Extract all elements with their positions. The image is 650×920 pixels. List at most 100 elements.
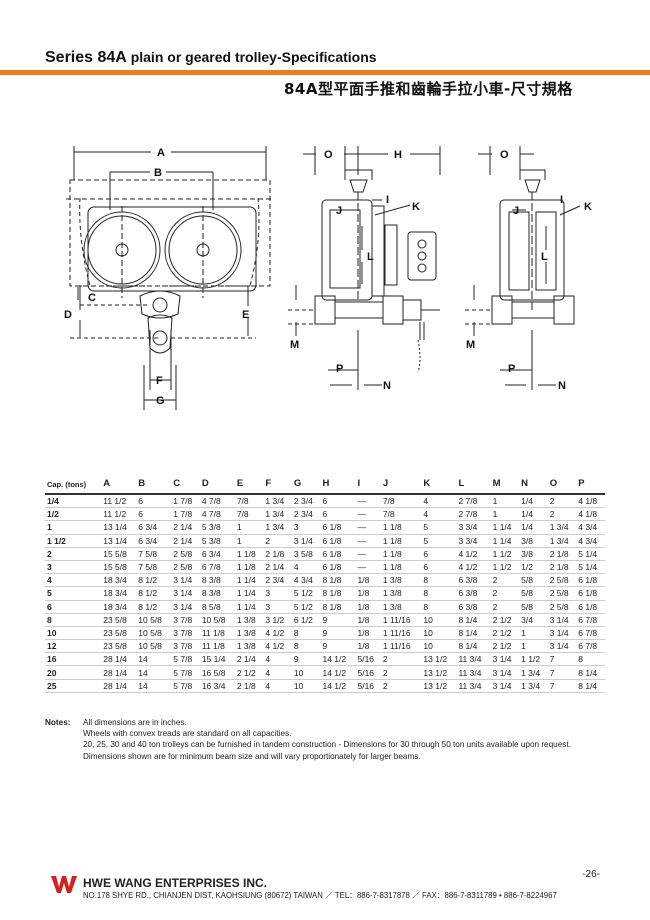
dim-label-k: K (412, 201, 420, 213)
table-cell: 1 1/2 (519, 652, 548, 667)
company-address: NO.178 SHYE RD., CHIANJEN DIST, KAOHSIUN… (83, 891, 557, 900)
table-cell: 1 3/8 (380, 586, 422, 601)
column-header-o: O (547, 478, 577, 495)
table-cell: 2 1/8 (547, 547, 577, 561)
capacity-cell: 4 (45, 573, 102, 588)
company-logo (51, 876, 77, 893)
table-cell: 1 1/8 (234, 560, 264, 575)
table-cell: 4 1/2 (263, 626, 292, 641)
table-cell: 5/16 (355, 665, 381, 680)
table-cell: 2 1/4 (171, 520, 200, 535)
table-cell: 10 (421, 639, 457, 654)
dim-label-i: I (386, 194, 389, 206)
table-cell: 6 1/8 (576, 600, 605, 614)
table-cell: 10 (421, 626, 457, 641)
table-cell: 15 5/8 (101, 560, 137, 575)
table-cell: 2 3/4 (291, 494, 321, 509)
table-cell: 4 (263, 679, 292, 693)
table-cell: 1 (519, 639, 548, 654)
capacity-cell: 1 (45, 520, 102, 535)
table-cell: 23 5/8 (101, 626, 137, 641)
table-cell: 1 3/8 (234, 612, 264, 627)
table-cell: 6 7/8 (576, 639, 605, 654)
front-view-drawing (66, 146, 274, 410)
column-header-i: I (355, 478, 381, 495)
table-cell: 1 11/16 (380, 626, 422, 641)
table-cell: 3 (263, 586, 292, 601)
table-cell: 7 (547, 679, 577, 693)
table-cell: 6 3/4 (136, 520, 172, 535)
table-cell: 9 (320, 612, 356, 627)
table-cell: 6 3/8 (456, 600, 491, 614)
table-cell: 2 (490, 573, 520, 588)
table-cell: 10 5/8 (136, 626, 172, 641)
table-cell: 6 (421, 560, 457, 575)
table-cell: 5/8 (519, 600, 548, 614)
table-cell: 4 1/2 (456, 547, 491, 561)
table-cell: 6 7/8 (576, 612, 605, 627)
table-cell: 5 7/8 (171, 665, 200, 680)
table-cell: 1/8 (355, 639, 381, 654)
table-cell: 7/8 (234, 494, 264, 509)
table-cell: 8 (421, 600, 457, 614)
table-cell: 6 7/8 (576, 626, 605, 641)
table-cell: 4 3/4 (291, 573, 321, 588)
capacity-cell: 16 (45, 652, 102, 667)
dim-label-p-2: P (508, 363, 515, 375)
table-cell: 6 (136, 507, 172, 522)
table-cell: 10 5/8 (199, 612, 235, 627)
dim-label-j: J (336, 205, 342, 217)
table-cell: 8 1/8 (320, 586, 356, 601)
table-cell: 4 3/4 (576, 534, 605, 548)
table-cell: 8 (291, 626, 321, 641)
table-cell: 2 5/8 (171, 547, 200, 561)
table-cell: 1/8 (355, 612, 381, 627)
dim-label-g: G (156, 395, 165, 407)
notes-label: Notes: (45, 718, 71, 727)
capacity-cell: 8 (45, 612, 102, 627)
note-line: Wheels with convex treads are standard o… (83, 729, 292, 739)
table-cell: 3 (291, 520, 321, 535)
trolley-drawings: A B C D E F G O H I J K L M P N O I J K … (64, 146, 592, 410)
table-cell: 6 (320, 494, 356, 509)
dim-label-k-2: K (584, 201, 592, 213)
table-cell: 1 11/16 (380, 612, 422, 627)
table-cell: 8 1/2 (136, 586, 172, 601)
page-title: Series 84A plain or geared trolley-Speci… (45, 49, 377, 67)
table-cell: 1 3/4 (263, 507, 292, 522)
table-cell: 28 1/4 (101, 665, 137, 680)
table-cell: 23 5/8 (101, 639, 137, 654)
column-header-d: D (199, 478, 235, 495)
table-cell: 8 5/8 (199, 600, 235, 614)
table-cell: 7 (547, 665, 577, 680)
table-cell: 13 1/2 (421, 652, 457, 667)
table-cell: 6 1/8 (576, 573, 605, 588)
table-cell: 23 5/8 (101, 612, 137, 627)
table-cell: 1/4 (519, 494, 548, 509)
table-cell: 15 1/4 (199, 652, 235, 667)
table-cell: 2 1/2 (490, 639, 520, 654)
side-view-geared-drawing (288, 146, 441, 390)
capacity-cell: 10 (45, 626, 102, 641)
table-cell: 3 7/8 (171, 612, 200, 627)
table-cell: 1 1/8 (380, 560, 422, 575)
table-cell: 3 1/4 (490, 665, 520, 680)
table-cell: 2 (380, 679, 422, 693)
note-line: All dimensions are in inches. (83, 718, 187, 727)
table-cell: 2 1/8 (547, 560, 577, 575)
dim-label-m: M (290, 339, 299, 351)
table-cell: 2 7/8 (456, 507, 491, 522)
table-cell: — (355, 547, 381, 561)
note-line: 20, 25, 30 and 40 ton trolleys can be fu… (83, 740, 571, 750)
column-header-h: H (320, 478, 356, 495)
column-header-n: N (519, 478, 548, 495)
dim-label-o-2: O (500, 149, 509, 161)
table-cell: 4 (263, 652, 292, 667)
table-cell: 2 1/2 (234, 665, 264, 680)
table-cell: 1 3/4 (519, 665, 548, 680)
table-cell: 3 7/8 (171, 626, 200, 641)
table-cell: 1 1/8 (380, 547, 422, 561)
table-cell: — (355, 507, 381, 522)
table-cell: 3 3/4 (456, 534, 491, 548)
